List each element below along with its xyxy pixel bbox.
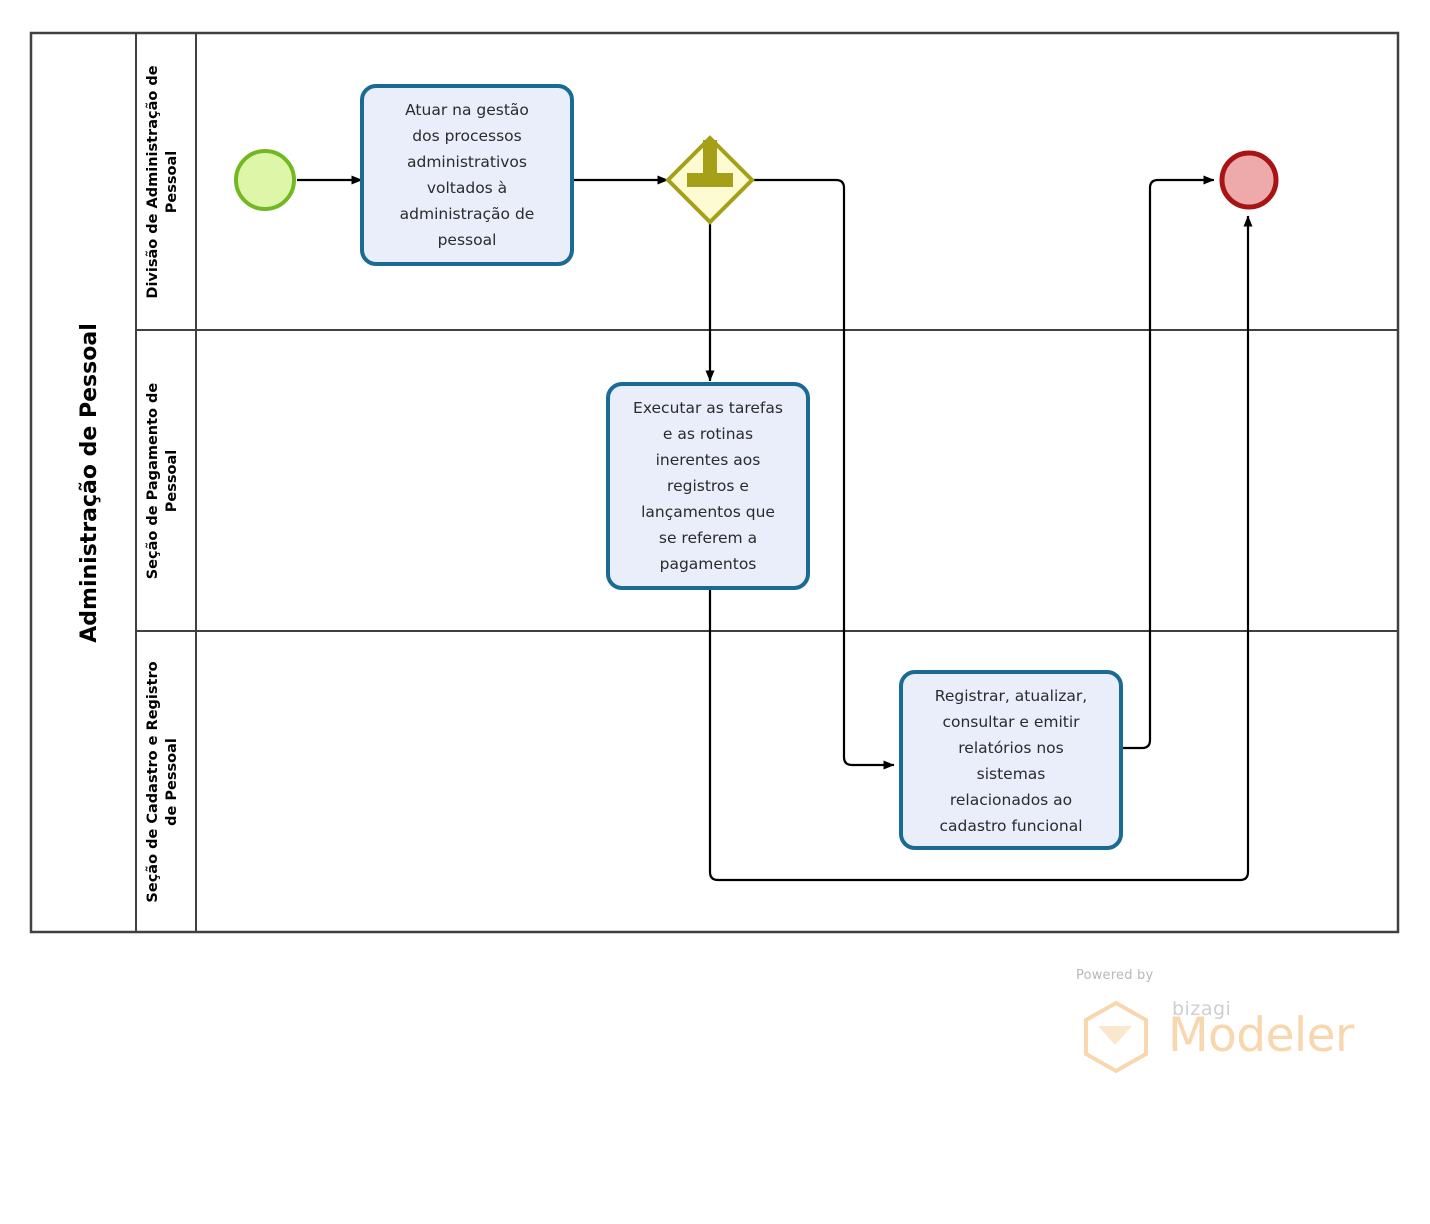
- task-1-label-line-4: administração de: [400, 205, 535, 223]
- start-event[interactable]: [234, 149, 296, 211]
- pool-border: [29, 31, 1400, 934]
- pool-title: Administração de Pessoal: [77, 323, 102, 642]
- task-2[interactable]: Executar as tarefas e as rotinas inerent…: [606, 382, 810, 590]
- task-3-box[interactable]: [899, 670, 1123, 850]
- task-1-label-line-1: dos processos: [412, 127, 521, 145]
- lane-title-1-line-2: Pessoal: [164, 450, 180, 512]
- task-3-label-line-2: relatórios nos: [958, 739, 1063, 757]
- lane-title-1-line-1: Seção de Pagamento de: [145, 383, 161, 580]
- flow-gateway-to-task3[interactable]: [751, 178, 895, 770]
- task-1-label-line-2: administrativos: [407, 153, 527, 171]
- task-3-label-line-0: Registrar, atualizar,: [935, 687, 1087, 705]
- pool: Administração de Pessoal: [29, 31, 1400, 934]
- task-3-label-line-1: consultar e emitir: [942, 713, 1080, 731]
- flow-task3-to-end[interactable]: [1122, 175, 1215, 750]
- end-event-circle[interactable]: [1219, 150, 1279, 210]
- task-2-label-line-3: registros e: [667, 477, 749, 495]
- start-event-circle[interactable]: [234, 149, 296, 211]
- lane-title-0-line-1: Divisão de Administração de: [145, 65, 161, 298]
- lane-title-2: Seção de Cadastro e Registro de Pessoal: [145, 661, 180, 902]
- task-3-label-line-3: sistemas: [977, 765, 1046, 783]
- flow-task2-to-end[interactable]: [708, 215, 1253, 882]
- task-2-box[interactable]: [606, 382, 810, 590]
- task-2-label-line-2: inerentes aos: [656, 451, 761, 469]
- lane-title-2-line-1: Seção de Cadastro e Registro: [145, 661, 161, 902]
- parallel-gateway[interactable]: [665, 135, 755, 225]
- lane-title-0-line-2: Pessoal: [164, 151, 180, 213]
- end-event[interactable]: [1219, 150, 1279, 210]
- task-1-label-line-3: voltados à: [427, 179, 507, 197]
- lane-title-1: Seção de Pagamento de Pessoal: [145, 383, 180, 580]
- task-2-label-line-5: se referem a: [659, 529, 757, 547]
- task-1-label-line-5: pessoal: [438, 231, 497, 249]
- sequence-flows: [297, 175, 1253, 882]
- task-2-label-line-6: pagamentos: [660, 555, 757, 573]
- task-1[interactable]: Atuar na gestão dos processos administra…: [360, 84, 574, 266]
- lane-title-0: Divisão de Administração de Pessoal: [145, 65, 180, 298]
- task-3-label-line-5: cadastro funcional: [940, 817, 1083, 835]
- task-3-label-line-4: relacionados ao: [950, 791, 1072, 809]
- task-1-label-line-0: Atuar na gestão: [405, 101, 529, 119]
- task-2-label-line-1: e as rotinas: [663, 425, 753, 443]
- lane-titles: Divisão de Administração de Pessoal Seçã…: [145, 65, 180, 902]
- task-3[interactable]: Registrar, atualizar, consultar e emitir…: [899, 670, 1123, 850]
- parallel-gateway-icon-bar: [687, 173, 733, 187]
- task-2-label-line-4: lançamentos que: [641, 503, 775, 521]
- task-1-box[interactable]: [360, 84, 574, 266]
- task-2-label-line-0: Executar as tarefas: [633, 399, 783, 417]
- lane-title-2-line-2: de Pessoal: [164, 738, 180, 826]
